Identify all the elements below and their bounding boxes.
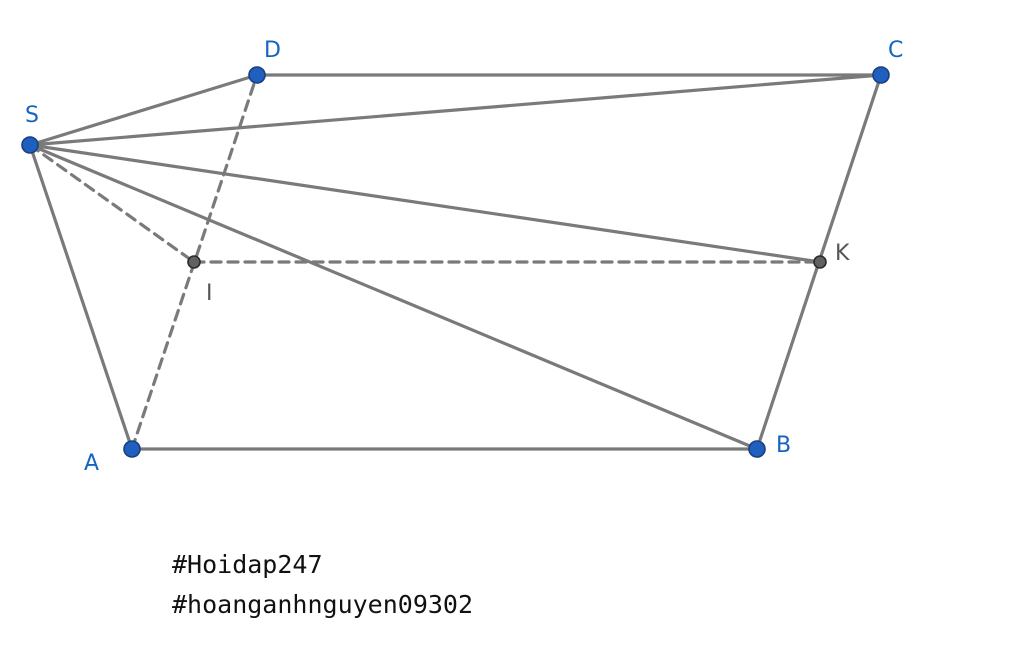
label-point-A: A	[84, 451, 99, 476]
point-C	[872, 66, 890, 84]
point-S	[21, 136, 39, 154]
label-point-C: C	[888, 38, 903, 63]
hashtag-author: #hoanganhnguyen09302	[172, 590, 474, 619]
label-point-B: B	[776, 433, 791, 458]
label-point-S: S	[25, 103, 39, 128]
label-point-I: I	[206, 281, 213, 306]
segment-SB	[28, 143, 759, 451]
point-A	[123, 440, 141, 458]
segment-SI-dashed	[28, 143, 196, 264]
segment-SD	[28, 73, 259, 147]
segment-SA	[28, 143, 134, 451]
point-B	[748, 440, 766, 458]
segments	[28, 73, 883, 451]
point-D	[248, 66, 266, 84]
points	[21, 66, 890, 458]
point-labels: S D C A B I K	[25, 38, 903, 476]
segment-SC	[28, 73, 883, 147]
label-point-K: K	[835, 241, 850, 266]
label-point-D: D	[264, 38, 281, 63]
point-I	[187, 255, 201, 269]
segment-SK	[28, 143, 822, 264]
hashtag-hoidap: #Hoidap247	[172, 550, 323, 579]
point-K	[813, 255, 827, 269]
